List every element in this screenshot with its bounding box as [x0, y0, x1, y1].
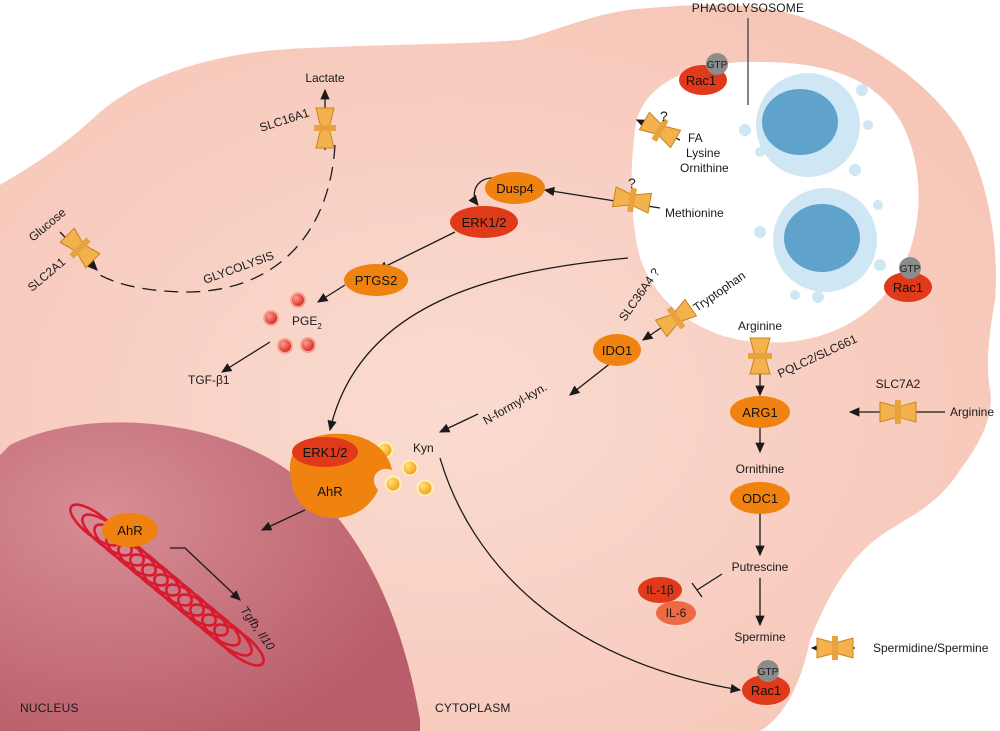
enzyme-odc1: ODC1 — [730, 482, 790, 514]
vacuole-top — [739, 73, 873, 177]
rac1-right: GTP Rac1 — [884, 257, 932, 302]
arginine-extracellular-label: Arginine — [950, 405, 994, 419]
inhibit-bar — [691, 582, 703, 598]
pge2-vesicles — [263, 292, 316, 354]
pge2-label: PGE2 — [292, 314, 322, 331]
inhibit-putrescine-il1b — [696, 573, 723, 591]
arrow-erk-ptgs2 — [376, 231, 456, 271]
svg-text:Rac1: Rac1 — [893, 280, 923, 295]
enzyme-dusp4: Dusp4 — [485, 172, 545, 204]
svg-text:Rac1: Rac1 — [751, 683, 781, 698]
svg-text:Rac1: Rac1 — [686, 73, 716, 88]
transporter-slc7a2 — [879, 400, 917, 424]
transporter-slc16a1 — [314, 107, 336, 149]
transporter-pqlc2 — [748, 337, 772, 375]
cytoplasm-label: CYTOPLASM — [435, 701, 511, 715]
transporter-spermidine — [816, 636, 854, 660]
ornithine-phago-label: Ornithine — [680, 161, 729, 175]
arrow-pge2-tgfb — [221, 341, 271, 373]
arginine-phago-label: Arginine — [738, 319, 782, 333]
svg-text:Dusp4: Dusp4 — [496, 181, 534, 196]
arrow-nfk-kyn — [438, 413, 479, 433]
putrescine-label: Putrescine — [732, 560, 789, 574]
enzyme-ahr-nucleus: AhR — [102, 513, 158, 547]
arrow-ptgs2-pge2 — [317, 284, 346, 303]
svg-text:GTP: GTP — [707, 60, 728, 71]
complex-erk-label: ERK1/2 — [303, 445, 348, 460]
svg-text:GTP: GTP — [758, 667, 779, 678]
enzyme-ptgs2: PTGS2 — [344, 264, 408, 296]
lysine-label: Lysine — [686, 146, 721, 160]
enzyme-ido1: IDO1 — [593, 334, 641, 366]
arrow-ido1-nfk — [569, 361, 613, 396]
svg-text:AhR: AhR — [117, 523, 142, 538]
slc7a2-label: SLC7A2 — [876, 377, 921, 391]
enzyme-erk12-top: ERK1/2 — [450, 206, 518, 238]
cytokine-il1b: IL-1β — [638, 577, 682, 603]
unknown-transporter-fa: ? — [660, 108, 668, 124]
transporter-methionine — [611, 186, 653, 214]
nucleus-label: NUCLEUS — [20, 701, 79, 715]
spermidine-spermine-label: Spermidine/Spermine — [873, 641, 989, 655]
arrow-ahr-genes — [170, 547, 241, 601]
svg-text:ERK1/2: ERK1/2 — [462, 215, 507, 230]
transporter-fa — [638, 111, 682, 149]
rac1-bottom: GTP Rac1 — [742, 660, 790, 705]
spermine-label: Spermine — [734, 630, 786, 644]
arrow-phago-erk — [327, 257, 629, 432]
cytokine-il6: IL-6 — [656, 601, 696, 625]
transporter-slc2a1 — [59, 227, 101, 269]
tgfb1-label: TGF-β1 — [188, 373, 230, 387]
fa-label: FA — [688, 131, 703, 145]
enzyme-arg1: ARG1 — [730, 396, 790, 428]
ahr-erk-complex: ERK1/2 AhR — [290, 433, 392, 518]
vacuole-bottom — [754, 188, 886, 303]
svg-text:IL-1β: IL-1β — [646, 583, 674, 597]
complex-ahr-label: AhR — [317, 484, 342, 499]
svg-text:IL-6: IL-6 — [666, 606, 687, 620]
methionine-label: Methionine — [665, 206, 724, 220]
arrow-kyn-rac1 — [439, 457, 742, 694]
phagolysosome-label: PHAGOLYSOSOME — [692, 1, 804, 15]
unknown-transporter-methionine: ? — [628, 175, 636, 191]
ornithine-label: Ornithine — [736, 462, 785, 476]
transporter-slc36a4 — [654, 298, 698, 338]
kyn-vesicles — [376, 441, 434, 497]
lactate-label: Lactate — [305, 71, 345, 85]
rac1-top: GTP Rac1 — [679, 53, 728, 95]
arrow-ahr-nucleus — [260, 509, 306, 531]
svg-text:PTGS2: PTGS2 — [355, 273, 398, 288]
svg-text:IDO1: IDO1 — [602, 343, 632, 358]
svg-text:ODC1: ODC1 — [742, 491, 778, 506]
kyn-label: Kyn — [413, 441, 434, 455]
svg-text:ARG1: ARG1 — [742, 405, 777, 420]
svg-text:GTP: GTP — [900, 264, 921, 275]
glycolysis-path — [94, 144, 336, 293]
arrow-dusp4-erk — [468, 177, 494, 206]
